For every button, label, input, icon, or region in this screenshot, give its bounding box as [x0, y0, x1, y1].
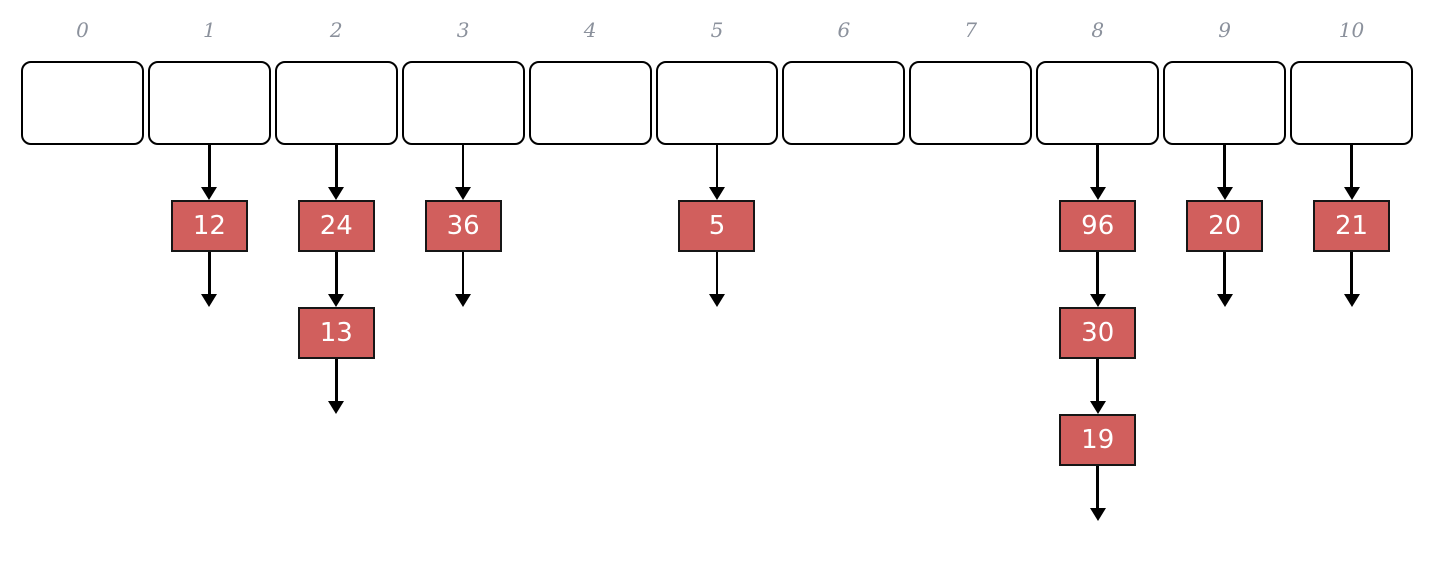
arrow-head	[455, 294, 472, 307]
arrow-shaft	[461, 252, 465, 294]
arrow-head	[328, 294, 345, 307]
chain-node: 36	[424, 200, 502, 252]
down-arrow-icon	[1216, 145, 1233, 200]
arrow-head	[708, 187, 725, 200]
arrow-head	[455, 187, 472, 200]
null-pointer-arrow-icon	[1343, 252, 1360, 307]
arrow-shaft	[335, 145, 338, 187]
arrow-head	[201, 294, 218, 307]
bucket-column-6: 6	[782, 0, 906, 521]
arrow-head	[1216, 187, 1233, 200]
null-pointer-arrow-icon	[1089, 466, 1106, 521]
bucket-column-1: 1 12	[147, 0, 271, 521]
bucket-slot	[528, 61, 652, 145]
bucket-slot	[782, 61, 906, 145]
bucket-slot	[1036, 61, 1160, 145]
arrow-shaft	[1350, 252, 1353, 294]
down-arrow-icon	[328, 145, 345, 200]
arrow-shaft	[1096, 466, 1099, 508]
arrow-head	[1216, 294, 1233, 307]
down-arrow-icon	[201, 145, 218, 200]
bucket-index-label: 4	[583, 18, 597, 42]
bucket-column-7: 7	[909, 0, 1033, 521]
bucket-column-4: 4	[528, 0, 652, 521]
arrow-head	[1343, 294, 1360, 307]
down-arrow-icon	[328, 252, 345, 307]
bucket-column-10: 10 21	[1290, 0, 1413, 521]
bucket-index-label: 10	[1338, 18, 1365, 42]
null-pointer-arrow-icon	[708, 252, 725, 307]
down-arrow-icon	[1089, 359, 1106, 414]
chain-node: 13	[297, 307, 375, 359]
down-arrow-icon	[1089, 252, 1106, 307]
bucket-slot	[401, 61, 525, 145]
arrow-head	[1089, 401, 1106, 414]
bucket-index-label: 5	[710, 18, 724, 42]
arrow-shaft	[1350, 145, 1353, 187]
arrow-shaft	[1096, 252, 1099, 294]
chain-node: 19	[1059, 414, 1137, 466]
down-arrow-icon	[708, 145, 725, 200]
arrow-shaft	[1096, 359, 1099, 401]
arrow-shaft	[1223, 145, 1226, 187]
arrow-head	[1089, 187, 1106, 200]
arrow-head	[1089, 508, 1106, 521]
arrow-head	[328, 187, 345, 200]
arrow-head	[1343, 187, 1360, 200]
bucket-index-label: 3	[456, 18, 470, 42]
chain-node: 20	[1186, 200, 1264, 252]
arrow-head	[201, 187, 218, 200]
bucket-column-0: 0	[21, 0, 144, 521]
bucket-slot	[147, 61, 271, 145]
bucket-slot	[274, 61, 398, 145]
arrow-head	[328, 401, 345, 414]
chain-node: 24	[297, 200, 375, 252]
arrow-shaft	[1223, 252, 1226, 294]
arrow-head	[708, 294, 725, 307]
bucket-index-label: 2	[329, 18, 343, 42]
null-pointer-arrow-icon	[455, 252, 472, 307]
bucket-slot	[1290, 61, 1413, 145]
bucket-index-label: 9	[1218, 18, 1231, 42]
bucket-column-3: 3 36	[401, 0, 525, 521]
arrow-shaft	[715, 252, 719, 294]
bucket-index-label: 0	[76, 18, 89, 42]
bucket-column-8: 8 96 30 19	[1036, 0, 1160, 521]
null-pointer-arrow-icon	[201, 252, 218, 307]
arrow-head	[1089, 294, 1106, 307]
null-pointer-arrow-icon	[1216, 252, 1233, 307]
bucket-index-label: 6	[837, 18, 851, 42]
arrow-shaft	[335, 359, 338, 401]
bucket-slot	[21, 61, 144, 145]
bucket-slot	[909, 61, 1033, 145]
chain-node: 96	[1059, 200, 1137, 252]
null-pointer-arrow-icon	[328, 359, 345, 414]
bucket-column-2: 2 24 13	[274, 0, 398, 521]
bucket-slot	[655, 61, 779, 145]
bucket-slot	[1163, 61, 1287, 145]
chain-node: 5	[678, 200, 756, 252]
bucket-index-label: 1	[202, 18, 216, 42]
down-arrow-icon	[1089, 145, 1106, 200]
arrow-shaft	[1096, 145, 1099, 187]
chain-node: 21	[1313, 200, 1391, 252]
down-arrow-icon	[1343, 145, 1360, 200]
arrow-shaft	[208, 145, 211, 187]
bucket-index-label: 7	[964, 18, 978, 42]
arrow-shaft	[715, 145, 719, 187]
bucket-index-label: 8	[1091, 18, 1105, 42]
chain-node: 12	[170, 200, 248, 252]
bucket-column-9: 9 20	[1163, 0, 1287, 521]
arrow-shaft	[461, 145, 465, 187]
arrow-shaft	[335, 252, 338, 294]
down-arrow-icon	[455, 145, 472, 200]
chain-node: 30	[1059, 307, 1137, 359]
arrow-shaft	[208, 252, 211, 294]
